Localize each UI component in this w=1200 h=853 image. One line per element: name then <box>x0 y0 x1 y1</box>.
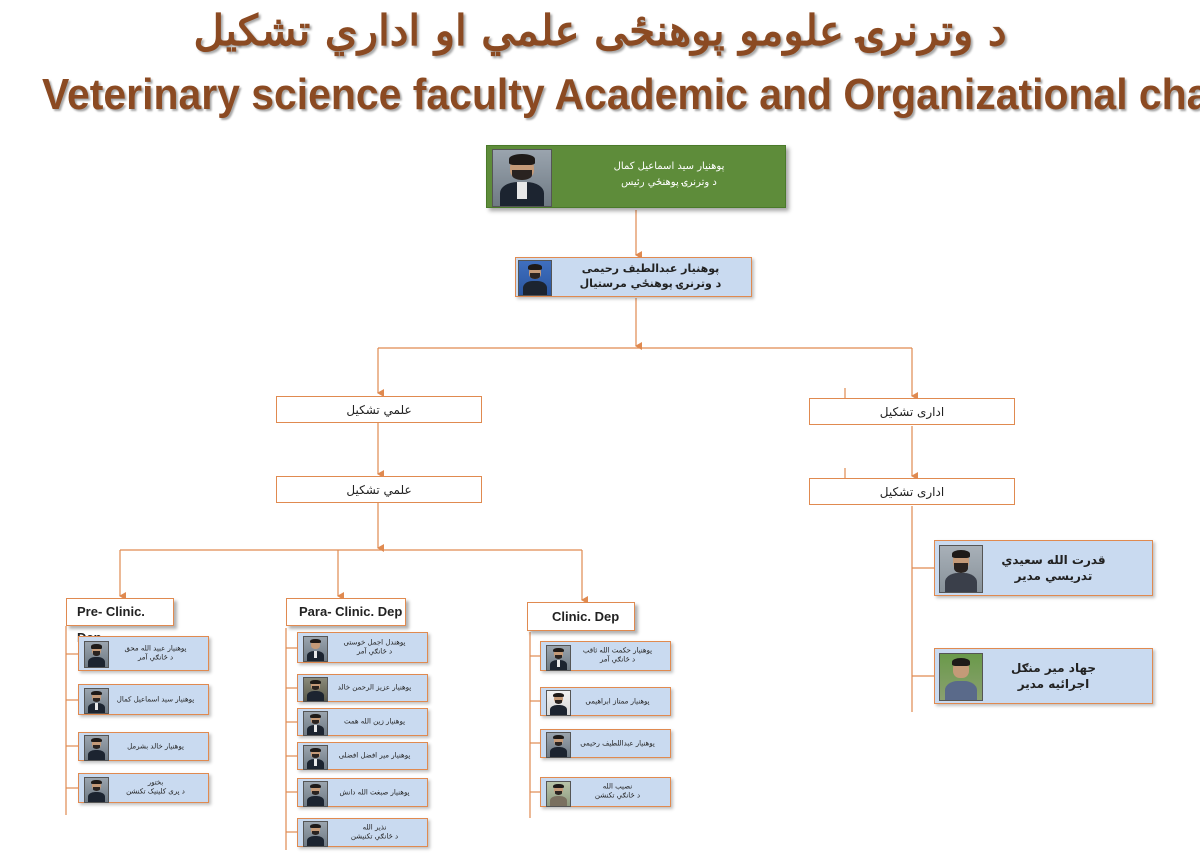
deputy-photo <box>518 260 552 296</box>
clinic-member-3: پوهنیار عبداللطیف رحیمی <box>540 729 671 758</box>
admin-staff-2-role: اجرائیه مدیر <box>1017 677 1090 691</box>
admin-staff-2-name: جهاد میر منګل <box>1010 660 1097 675</box>
preclinic-member-3: پوهنیار خالد بشرمل <box>78 732 209 761</box>
admin-staff-2: جهاد میر منګل اجرائیه مدیر <box>934 648 1153 704</box>
admin-box-2: اداری تشکیل <box>809 478 1015 505</box>
deputy-role: د وترنرۍ پوهنځي مرستیال <box>579 277 722 290</box>
admin-box-1: اداری تشکیل <box>809 398 1015 425</box>
dean-box: پوهنیار سید اسماعیل کمال د وترنرۍ پوهنځي… <box>486 145 786 208</box>
dean-photo <box>492 149 552 207</box>
deputy-box: پوهنیار عبدالطیف رحیمی د وترنرۍ پوهنځي م… <box>515 257 752 297</box>
dean-name: پوهنیار سید اسماعیل کمال <box>613 161 725 172</box>
dept-paraclinic-title: Para- Clinic. Dep <box>286 598 406 626</box>
paraclinic-member-5: پوهنیار صبغت الله دانش <box>297 778 428 807</box>
dept-preclinic-title: Pre- Clinic. Dep <box>66 598 174 645</box>
preclinic-member-2: پوهنیار سید اسماعیل کمال <box>78 684 209 715</box>
paraclinic-member-2: پوهنیار عزیز الرحمن خالد <box>297 674 428 702</box>
title-pashto: د وترنرۍ علومو پوهنځی علمي او اداري تشکی… <box>193 6 1007 55</box>
admin-staff-1: قدرت الله سعیدي تدریسي مدیر <box>934 540 1153 596</box>
title-english: Veterinary science faculty Academic and … <box>42 70 1200 119</box>
admin-staff-1-photo <box>939 545 983 593</box>
admin-staff-1-role: تدریسي مدیر <box>1014 569 1093 583</box>
admin-staff-2-photo <box>939 653 983 701</box>
deputy-name: پوهنیار عبدالطیف رحیمی <box>581 262 720 276</box>
academic-box-1: علمي تشکیل <box>276 396 482 423</box>
clinic-member-2: پوهنیار ممتاز ابراهیمی <box>540 687 671 716</box>
admin-staff-1-name: قدرت الله سعیدي <box>1001 552 1106 567</box>
academic-box-2: علمي تشکیل <box>276 476 482 503</box>
dean-role: د وترنرۍ پوهنځي رئیس <box>621 177 717 188</box>
paraclinic-member-4: پوهنیار میر افضل افضلی <box>297 742 428 770</box>
dept-clinic-title: Clinic. Dep <box>527 602 635 631</box>
paraclinic-member-3: پوهنیار زین الله همت <box>297 708 428 736</box>
